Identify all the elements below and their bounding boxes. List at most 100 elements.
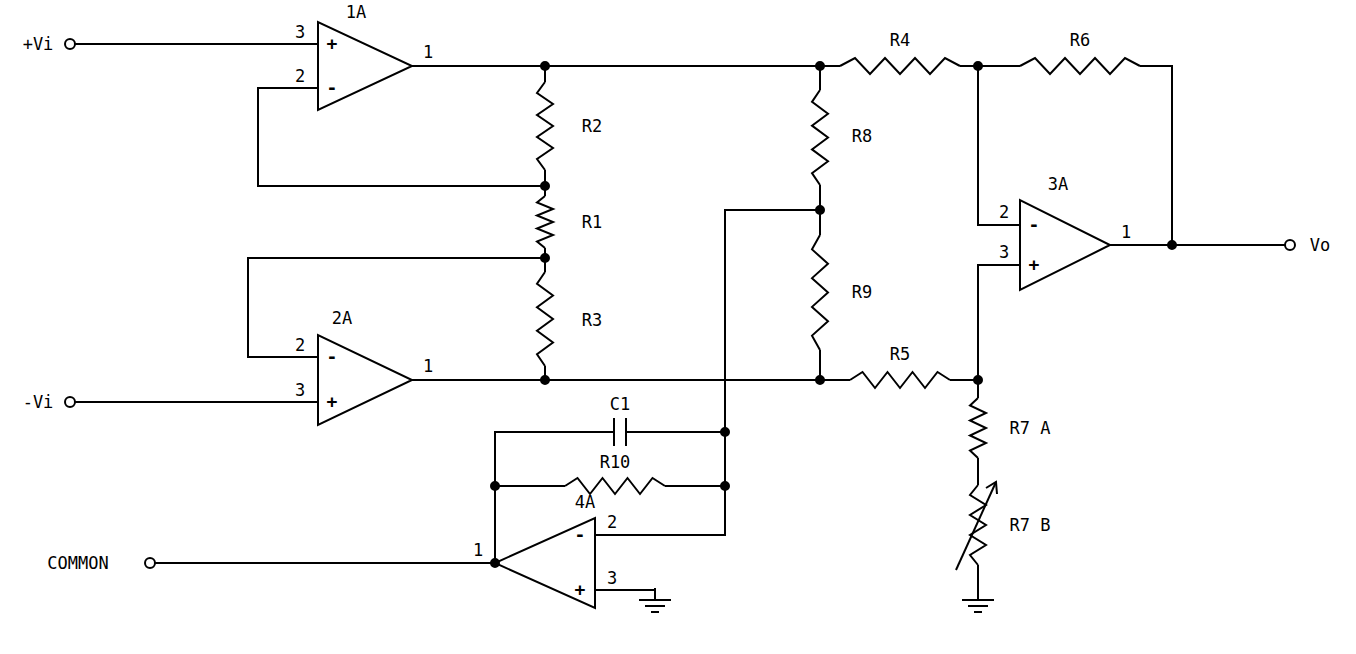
junction-dot: [721, 482, 729, 490]
part-label: 1: [421, 43, 435, 62]
wire: [155, 562, 495, 564]
pin-polarity: +: [573, 580, 588, 600]
part-label: 2A: [330, 309, 354, 328]
resistor-symbol: [812, 235, 828, 350]
wire: [75, 43, 318, 45]
ground-symbol: [645, 605, 665, 607]
pin-polarity: -: [325, 347, 340, 367]
junction-dot: [541, 254, 549, 262]
ground-symbol: [968, 605, 988, 607]
wire: [595, 588, 655, 590]
part-label: 3: [605, 569, 619, 588]
opamp-symbol: [1020, 200, 1110, 290]
part-label: R4: [888, 31, 912, 50]
opamp-symbol: [318, 22, 412, 110]
wire: [412, 379, 850, 381]
part-label: 2: [605, 513, 619, 532]
wire: [665, 485, 725, 487]
wire: [1110, 244, 1285, 246]
resistor-symbol: [537, 272, 553, 366]
wire: [626, 431, 725, 433]
part-label: COMMON: [45, 554, 110, 573]
resistor-symbol: [970, 398, 986, 458]
junction-dot: [541, 182, 549, 190]
terminal: [1285, 240, 1295, 250]
part-label: 1: [1119, 223, 1133, 242]
resistor-symbol: [537, 196, 553, 248]
junction-dot: [541, 62, 549, 70]
opamp-symbol: [495, 518, 595, 608]
part-label: 3: [293, 381, 307, 400]
terminal: [65, 397, 75, 407]
part-label: 4A: [573, 493, 597, 512]
junction-dot: [491, 482, 499, 490]
wire: [977, 458, 979, 485]
wire: [978, 66, 1020, 225]
part-label: C1: [608, 395, 632, 414]
resistor-symbol: [537, 82, 553, 170]
junction-dot: [541, 376, 549, 384]
resistor-symbol: [970, 485, 986, 565]
pin-polarity: +: [1027, 255, 1042, 275]
terminal: [145, 558, 155, 568]
ground-symbol: [651, 611, 659, 613]
part-label: R5: [888, 345, 912, 364]
junction-dot: [491, 559, 499, 567]
capacitor-symbol: [613, 418, 615, 446]
wire: [1140, 66, 1172, 245]
part-label: -Vi: [21, 393, 56, 412]
pin-polarity: -: [573, 525, 588, 545]
part-label: 2: [293, 336, 307, 355]
resistor-symbol: [840, 58, 960, 74]
part-label: R9: [850, 283, 874, 302]
wire: [977, 565, 979, 588]
junction-dot: [974, 376, 982, 384]
part-label: 3: [997, 243, 1011, 262]
terminal: [65, 39, 75, 49]
wire: [258, 88, 545, 186]
junction-dot: [816, 62, 824, 70]
wire: [960, 65, 1020, 67]
part-label: R6: [1068, 31, 1092, 50]
wire: [595, 210, 820, 535]
part-label: R3: [580, 311, 604, 330]
ground-symbol: [639, 599, 671, 601]
wire: [412, 65, 840, 67]
junction-dot: [816, 206, 824, 214]
wire: [978, 265, 1020, 380]
pin-polarity: +: [325, 392, 340, 412]
part-label: 3A: [1046, 175, 1070, 194]
part-label: Vo: [1308, 236, 1332, 255]
part-label: 2: [293, 67, 307, 86]
ground-symbol: [962, 599, 994, 601]
part-label: 1: [471, 541, 485, 560]
wire: [248, 258, 545, 357]
part-label: R7 B: [1008, 516, 1053, 535]
wire: [977, 588, 979, 600]
junction-dot: [1168, 241, 1176, 249]
part-label: R8: [850, 127, 874, 146]
part-label: R10: [598, 453, 633, 472]
junction-dot: [816, 376, 824, 384]
pin-polarity: -: [325, 78, 340, 98]
resistor-symbol: [1020, 58, 1140, 74]
part-label: 1: [421, 357, 435, 376]
wire: [75, 401, 318, 403]
part-label: 3: [293, 23, 307, 42]
pin-polarity: -: [1027, 215, 1042, 235]
part-label: R2: [580, 117, 604, 136]
part-label: 2: [997, 203, 1011, 222]
opamp-symbol: [318, 335, 412, 425]
part-label: +Vi: [21, 35, 56, 54]
wire: [654, 588, 656, 600]
part-label: R7 A: [1008, 419, 1053, 438]
variable-arrow: [956, 482, 996, 570]
ground-symbol: [974, 611, 982, 613]
part-label: R1: [580, 213, 604, 232]
resistor-symbol: [850, 372, 950, 388]
junction-dot: [974, 62, 982, 70]
part-label: 1A: [344, 3, 368, 22]
wire: [495, 485, 565, 487]
pin-polarity: +: [325, 34, 340, 54]
